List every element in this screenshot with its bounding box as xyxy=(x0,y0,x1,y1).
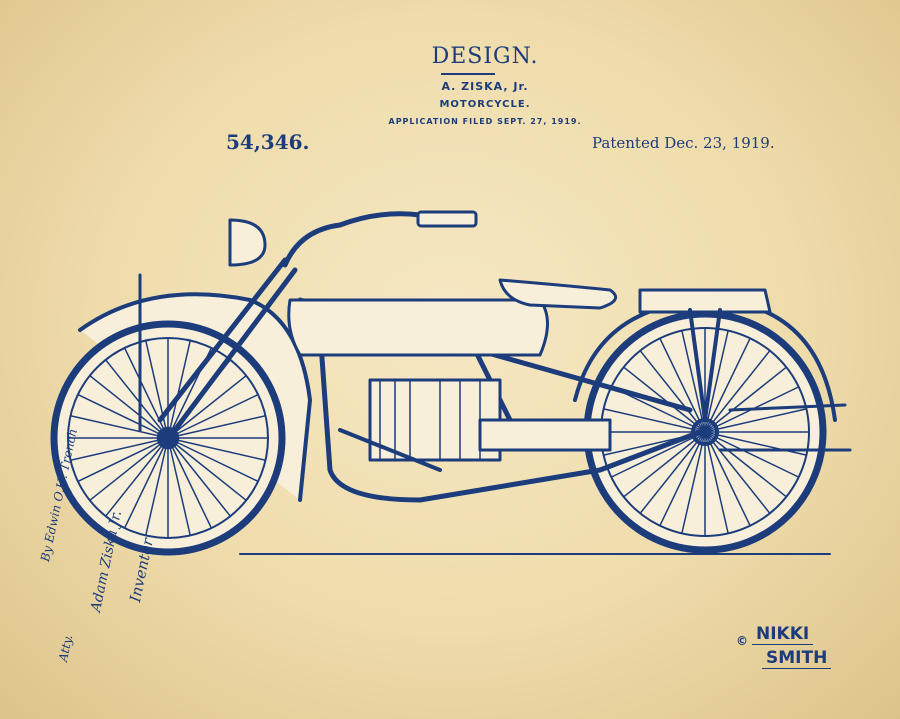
wheel-spoke xyxy=(704,408,808,433)
wheel-spoke xyxy=(123,437,169,529)
wheel-spoke xyxy=(167,393,259,439)
wheel-spoke xyxy=(704,431,771,515)
wheel-spoke xyxy=(602,408,706,433)
wheel-spoke xyxy=(167,437,259,483)
patent-date: Patented Dec. 23, 1919. xyxy=(592,134,775,152)
rear-stay xyxy=(688,308,722,422)
wheel-spoke xyxy=(69,414,169,439)
wheel-spoke xyxy=(610,431,706,478)
design-title: DESIGN. xyxy=(431,44,539,69)
wheel-spoke xyxy=(123,347,169,439)
wheel-spoke xyxy=(144,339,169,439)
patent-number: 54,346. xyxy=(226,130,310,154)
wheel-spoke xyxy=(144,437,169,537)
wheel-spoke xyxy=(704,431,729,535)
wheel-spoke xyxy=(704,349,771,433)
wheel-spoke xyxy=(659,337,706,433)
front-wheel xyxy=(50,320,286,556)
wheel-spoke xyxy=(704,431,751,527)
copyright-symbol: © xyxy=(736,634,748,648)
wheel-spoke xyxy=(77,437,169,483)
handlebar xyxy=(282,211,423,268)
wheel-spoke xyxy=(89,374,169,439)
signature-atty: Atty. xyxy=(56,633,76,663)
lower-frame xyxy=(317,327,703,503)
watermark-line2: SMITH xyxy=(762,648,832,669)
inventor-name: A. ZISKA, Jr. xyxy=(441,80,529,93)
filing-date: APPLICATION FILED SEPT. 27, 1919. xyxy=(388,117,582,126)
wheel-spoke xyxy=(167,339,192,439)
wheel-spoke xyxy=(639,349,706,433)
wheel-spoke xyxy=(704,431,800,478)
footrest xyxy=(718,403,852,452)
wheel-spoke xyxy=(681,431,706,535)
wheel-spoke xyxy=(77,393,169,439)
front-fork xyxy=(157,257,298,433)
wheel-spoke xyxy=(681,329,706,433)
wheel-spoke xyxy=(167,437,247,502)
wheel-spoke xyxy=(622,431,706,498)
wheel-spoke xyxy=(659,431,706,527)
subject: MOTORCYCLE. xyxy=(439,99,531,110)
wheel-spoke xyxy=(89,437,169,502)
inventor-signature: Inventor Adam Ziska Jr. By Edwin O.H. Tr… xyxy=(26,427,166,670)
wheel-spoke xyxy=(704,366,788,433)
wheel-spoke xyxy=(622,366,706,433)
wheel-spoke xyxy=(104,437,169,517)
wheel-spoke xyxy=(704,329,729,433)
wheel-spoke xyxy=(69,437,169,462)
fuel-tank xyxy=(287,298,549,357)
title-underline xyxy=(441,73,495,75)
wheel-spoke xyxy=(167,437,213,529)
wheel-spoke xyxy=(104,359,169,439)
wheel-spoke xyxy=(167,437,192,537)
wheel-spoke xyxy=(704,431,788,498)
wheel-spoke xyxy=(167,414,267,439)
engine xyxy=(338,378,612,472)
wheel-spoke xyxy=(704,337,751,433)
wheel-spoke xyxy=(167,374,247,439)
signature-label: Inventor xyxy=(126,536,158,604)
signature-name: Adam Ziska Jr. xyxy=(88,509,126,614)
wheel-spoke xyxy=(167,437,267,462)
headlamp xyxy=(228,218,267,267)
seat xyxy=(498,278,618,310)
handlebar-grip xyxy=(416,210,478,228)
wheel-spoke xyxy=(167,437,232,517)
luggage-rack xyxy=(638,288,772,314)
rear-wheel xyxy=(573,298,837,554)
wheel-spoke xyxy=(639,431,706,515)
watermark-line1: NIKKI xyxy=(752,624,814,645)
